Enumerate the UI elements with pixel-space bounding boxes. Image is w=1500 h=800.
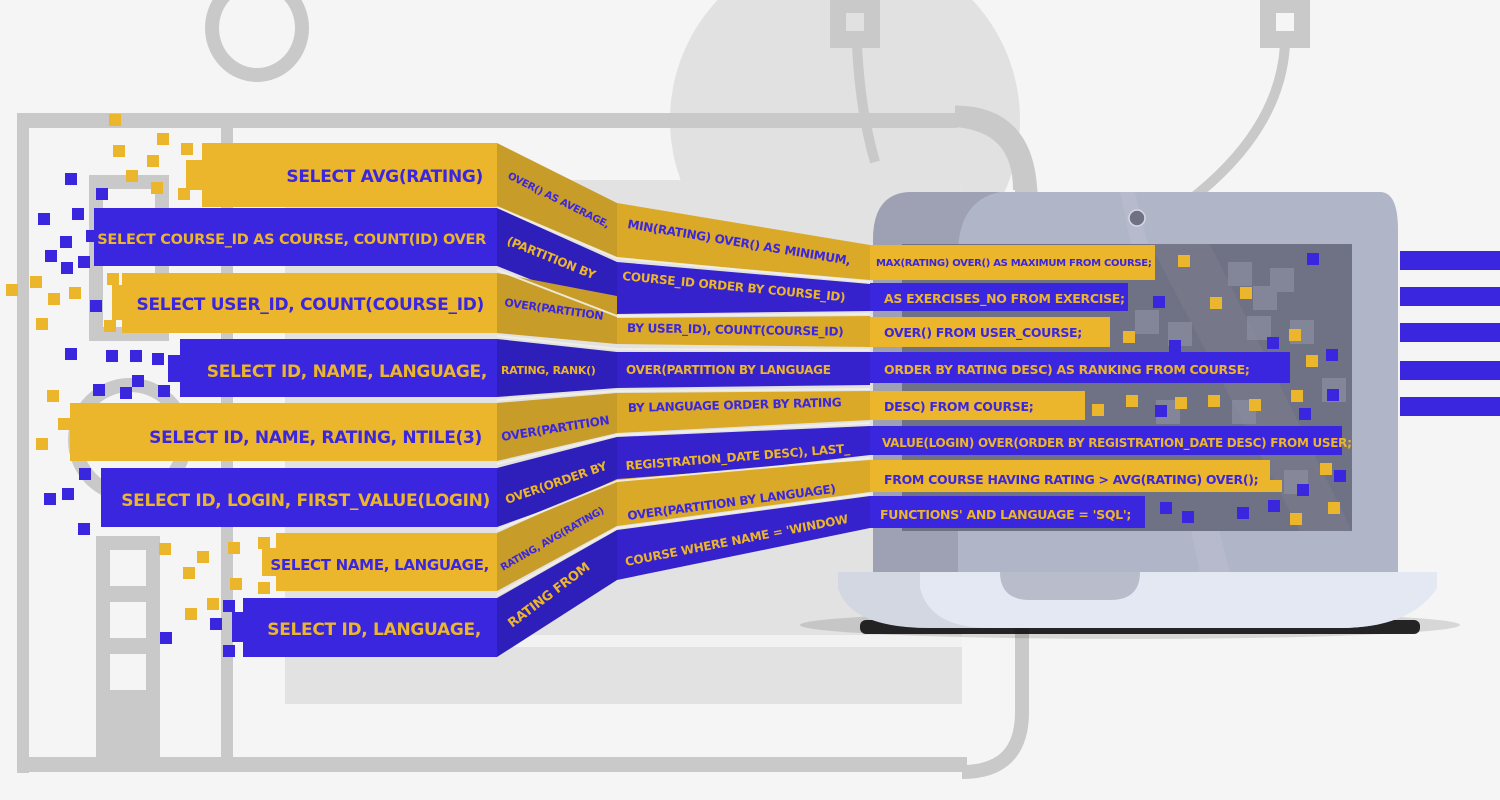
ribbon-left-text: SELECT USER_ID, COUNT(COURSE_ID): [137, 295, 484, 315]
cable-left-icon: [852, 44, 880, 164]
trackpad-notch: [1000, 572, 1140, 600]
ribbon-separators: [496, 206, 871, 596]
ribbon-screen-text: DESC) FROM COURSE;: [884, 399, 1033, 414]
ribbon-left-text: SELECT AVG(RATING): [286, 167, 483, 187]
stripe-bars: [1400, 251, 1500, 416]
ribbon-screen-text: AS EXERCISES_NO FROM EXERCISE;: [884, 291, 1125, 307]
sql-ribbon: SELECT AVG(RATING) OVER() AS AVERAGE, MI…: [186, 143, 1155, 280]
ribbon-screen-text: OVER() FROM USER_COURSE;: [884, 325, 1082, 341]
pixel-squares-left: [6, 114, 270, 657]
ribbon-screen-text: MAX(RATING) OVER() AS MAXIMUM FROM COURS…: [876, 258, 1152, 269]
ribbon-screen-text: VALUE(LOGIN) OVER(ORDER BY REGISTRATION_…: [882, 436, 1352, 451]
sql-ribbon: SELECT ID, NAME, RATING, NTILE(3) OVER(P…: [70, 391, 1085, 461]
ribbon-left-text: SELECT ID, LOGIN, FIRST_VALUE(LOGIN): [121, 491, 490, 511]
ribbon-mid-text: OVER(PARTITION BY LANGUAGE: [626, 363, 831, 377]
sql-ribbon: SELECT ID, NAME, LANGUAGE, RATING, RANK(…: [168, 339, 1290, 397]
ribbon-screen-text: FROM COURSE HAVING RATING > AVG(RATING) …: [884, 472, 1258, 487]
sql-ribbon: SELECT ID, LANGUAGE, RATING FROM COURSE …: [232, 496, 1145, 657]
ribbon-mid-text: BY USER_ID), COUNT(COURSE_ID): [627, 321, 844, 340]
ribbon-left-text: SELECT ID, NAME, LANGUAGE,: [207, 362, 487, 382]
ribbon-diag-text: RATING, RANK(): [501, 364, 596, 377]
sql-ribbon: SELECT USER_ID, COUNT(COURSE_ID) OVER(PA…: [112, 273, 1110, 347]
pixel-squares-screen: [1092, 253, 1346, 525]
cable-right-icon: [1186, 44, 1290, 204]
ribbon-left-text: SELECT ID, NAME, RATING, NTILE(3): [149, 428, 482, 448]
ring-icon: [205, 0, 309, 82]
ribbon-mid-text: BY LANGUAGE ORDER BY RATING: [628, 395, 842, 415]
ribbon-screen-text: ORDER BY RATING DESC) AS RANKING FROM CO…: [884, 362, 1250, 377]
ribbon-left-text: SELECT ID, LANGUAGE,: [267, 620, 481, 640]
ribbon-left-text: SELECT NAME, LANGUAGE,: [270, 556, 489, 574]
ribbon-left-text: SELECT COURSE_ID AS COURSE, COUNT(ID) OV…: [97, 232, 486, 248]
ribbon-screen-text: FUNCTIONS' AND LANGUAGE = 'SQL';: [880, 507, 1131, 522]
sql-ribbon: SELECT ID, LOGIN, FIRST_VALUE(LOGIN) OVE…: [101, 426, 1352, 527]
webcam-icon: [1128, 209, 1146, 227]
